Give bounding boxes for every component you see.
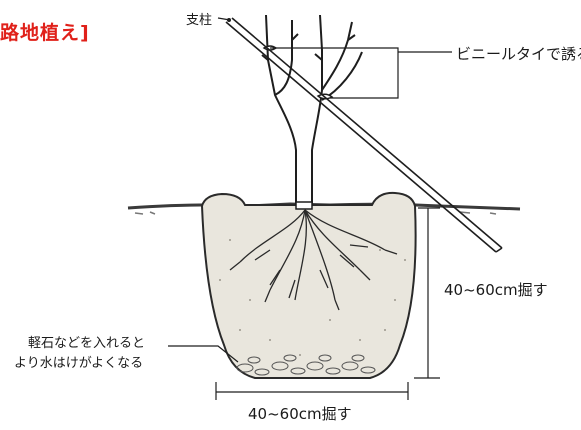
width-dimension — [216, 382, 408, 400]
gravel-label-line2: より水はけがよくなる — [14, 352, 143, 371]
stake-label: 支柱 — [186, 9, 212, 28]
seedling — [262, 15, 362, 205]
width-label: 40~60cm掘す — [248, 403, 352, 424]
vinyl-tie-label: ビニールタイで誘る — [456, 43, 581, 64]
depth-label: 40~60cm掘す — [444, 279, 548, 300]
gravel-label-line1: 軽石などを入れると — [28, 332, 145, 351]
depth-dimension — [414, 208, 440, 378]
page-title: 路地植え] — [0, 18, 90, 45]
root-collar — [296, 202, 312, 209]
